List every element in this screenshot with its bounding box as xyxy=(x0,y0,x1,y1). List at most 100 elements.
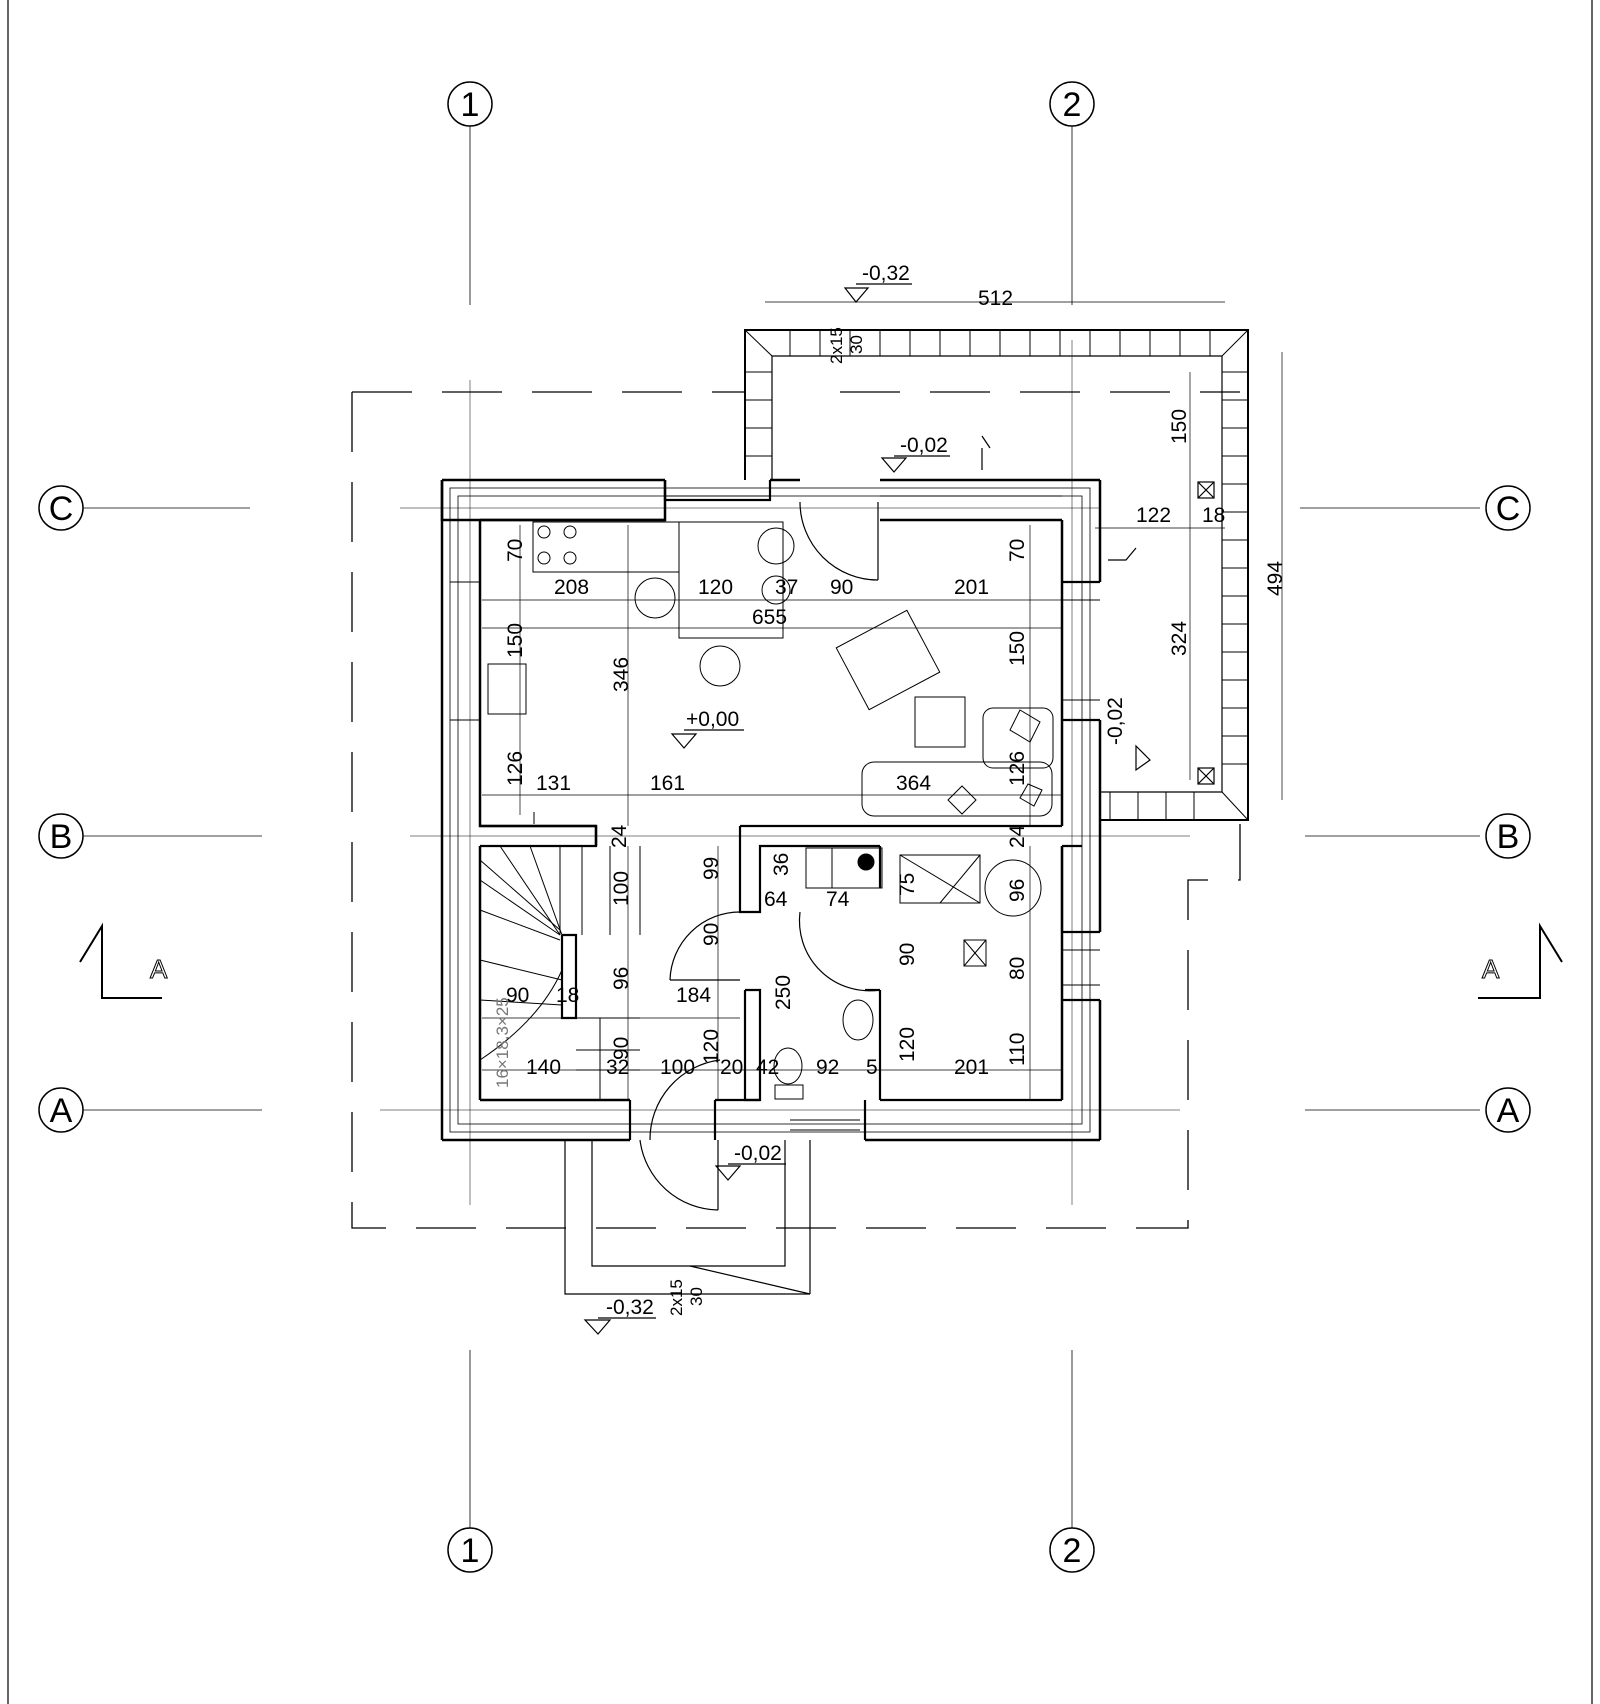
dim-75: 75 xyxy=(896,873,919,896)
dim-5: 5 xyxy=(866,1056,878,1079)
svg-text:B: B xyxy=(1497,818,1520,856)
dim-96-stair: 96 xyxy=(610,967,633,990)
dim-left-126: 126 xyxy=(504,751,527,786)
svg-text:2: 2 xyxy=(1063,86,1082,124)
svg-text:1: 1 xyxy=(461,1532,480,1570)
dim-120-b: 120 xyxy=(896,1027,919,1062)
dim-100: 100 xyxy=(610,871,633,906)
axis-bubble-b-right: B xyxy=(1485,813,1531,859)
dim-wall-24-left: 24 xyxy=(608,824,631,848)
level-ground-floor: +0,00 xyxy=(686,708,739,731)
exterior-walls xyxy=(440,478,1102,1142)
dim-terrace-depth: 494 xyxy=(1264,561,1287,596)
entrance-steps xyxy=(564,1140,811,1295)
axis-bubble-2-bottom: 2 xyxy=(1049,1527,1095,1573)
dim-90-hall: 90 xyxy=(700,923,723,946)
steps-terrace-rise: 2x15 xyxy=(827,327,846,364)
roof-outline xyxy=(351,391,1241,1229)
dim-184: 184 xyxy=(676,984,711,1007)
dim-74: 74 xyxy=(826,888,850,911)
dim-kitchen-70: 70 xyxy=(504,539,527,562)
dim-kitchen-208: 208 xyxy=(554,576,589,599)
axis-bubble-a-right: A xyxy=(1485,1087,1531,1133)
dim-80: 80 xyxy=(1006,957,1029,980)
dim-living-201: 201 xyxy=(954,576,989,599)
terrace xyxy=(744,329,1249,821)
axis-bubble-1-bottom: 1 xyxy=(447,1527,493,1573)
steps-entrance-rise: 2x15 xyxy=(667,1279,686,1316)
dim-120-a: 120 xyxy=(700,1029,723,1064)
dim-terrace-324: 324 xyxy=(1168,621,1191,656)
dim-terrace-122: 122 xyxy=(1136,504,1171,527)
kitchen-counter xyxy=(487,521,795,824)
svg-text:A: A xyxy=(1482,954,1500,984)
level-terrace-door: -0,02 xyxy=(900,434,948,457)
windows xyxy=(450,495,1100,1131)
dim-161: 161 xyxy=(650,772,685,795)
section-mark-left: A xyxy=(79,922,169,999)
svg-text:1: 1 xyxy=(461,86,480,124)
dim-wall-24-right: 24 xyxy=(1006,824,1029,848)
dim-96-right: 96 xyxy=(1006,879,1029,902)
dim-living-70: 70 xyxy=(1006,539,1029,562)
dim-201-room: 201 xyxy=(954,1056,989,1079)
ventilation-marks xyxy=(1197,481,1215,785)
dim-32: 32 xyxy=(606,1056,629,1079)
dim-64: 64 xyxy=(764,888,788,911)
dim-140: 140 xyxy=(526,1056,561,1079)
dim-kitchen-90: 90 xyxy=(830,576,853,599)
staircase xyxy=(479,845,641,1100)
dim-left-150: 150 xyxy=(504,623,527,658)
dim-364: 364 xyxy=(896,772,931,795)
bathroom-fixtures xyxy=(773,999,874,1100)
steps-terrace-run: 30 xyxy=(847,335,866,354)
axis-bubble-c-left: C xyxy=(38,485,84,531)
svg-text:2: 2 xyxy=(1063,1532,1082,1570)
axis-bubble-c-right: C xyxy=(1485,485,1531,531)
dim-36: 36 xyxy=(770,853,793,876)
living-furniture xyxy=(835,609,1054,817)
dim-110: 110 xyxy=(1006,1033,1029,1066)
svg-text:C: C xyxy=(1496,490,1521,528)
svg-text:B: B xyxy=(50,818,73,856)
labels: -0,32 -0,02 +0,00 -0,02 -0,32 -0,02 2x15… xyxy=(493,262,1287,1319)
dim-18-stair: 18 xyxy=(556,984,579,1007)
dim-90-lower: 90 xyxy=(610,1037,633,1060)
stair-label: 16×18,3×25 xyxy=(493,997,512,1088)
axis-bubble-a-left: A xyxy=(38,1087,84,1133)
dim-100-bottom: 100 xyxy=(660,1056,695,1079)
dim-42: 42 xyxy=(756,1056,779,1079)
level-terrace-side: -0,02 xyxy=(1104,697,1127,745)
level-entrance-steps: -0,32 xyxy=(606,1296,654,1319)
dim-131: 131 xyxy=(536,772,571,795)
dim-90-room: 90 xyxy=(896,943,919,966)
svg-text:A: A xyxy=(1497,1092,1520,1130)
svg-text:C: C xyxy=(49,490,74,528)
level-entrance: -0,02 xyxy=(734,1142,782,1165)
dim-20: 20 xyxy=(720,1056,743,1079)
dim-right-150: 150 xyxy=(1006,631,1029,666)
terrace-tile-ticks xyxy=(745,330,1248,820)
level-terrace-top: -0,32 xyxy=(862,262,910,285)
page-border xyxy=(7,0,1593,1704)
dim-92: 92 xyxy=(816,1056,839,1079)
dim-terrace-width: 512 xyxy=(978,287,1013,310)
dim-right-126: 126 xyxy=(1006,751,1029,786)
steps-entrance-run: 30 xyxy=(687,1287,706,1306)
axis-bubble-b-left: B xyxy=(38,813,84,859)
axis-bubble-2-top: 2 xyxy=(1049,81,1095,127)
svg-text:A: A xyxy=(50,1092,73,1130)
dim-99: 99 xyxy=(700,857,723,880)
dimension-lines xyxy=(482,301,1283,1100)
dim-kitchen-37: 37 xyxy=(775,576,798,599)
dim-250: 250 xyxy=(772,975,795,1010)
wall-layers xyxy=(449,487,1091,1133)
axis-bubble-1-top: 1 xyxy=(447,81,493,127)
dim-mid-346: 346 xyxy=(610,657,633,692)
dim-kitchen-120: 120 xyxy=(698,576,733,599)
dim-total-655: 655 xyxy=(752,606,787,629)
axis-grid xyxy=(82,122,1480,1530)
dim-90-stair: 90 xyxy=(506,984,529,1007)
dim-terrace-18: 18 xyxy=(1202,504,1225,527)
